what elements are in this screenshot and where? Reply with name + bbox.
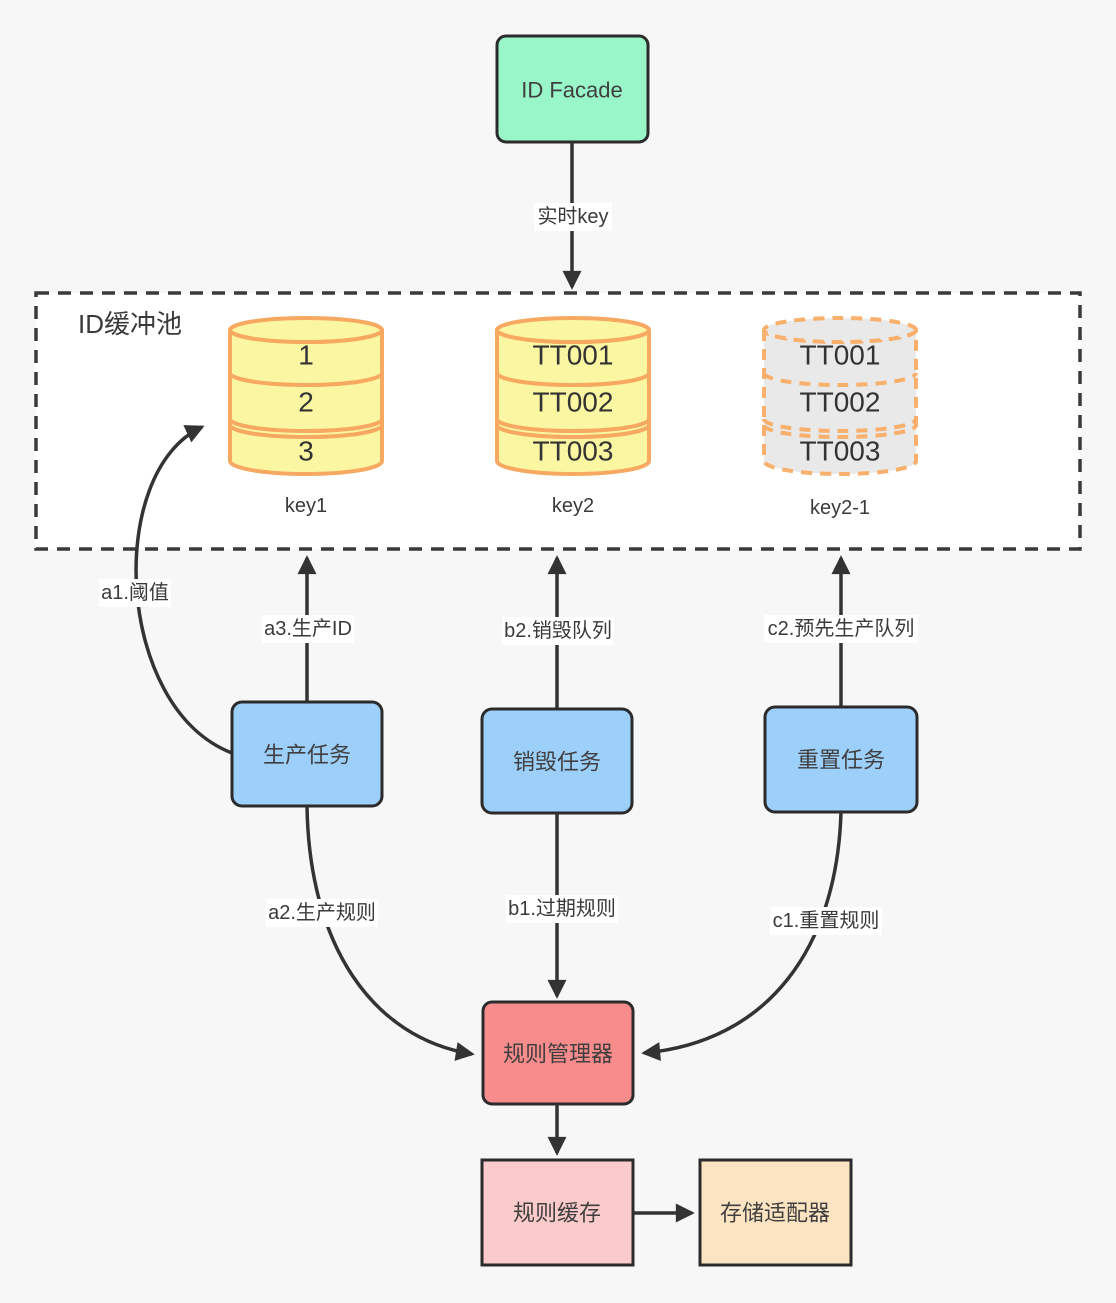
key2-row: TT001: [533, 340, 614, 371]
realtime-key-label: 实时key: [537, 205, 608, 228]
edge-label-bg: [266, 899, 378, 927]
realtime-key-arrow: 实时key: [534, 142, 612, 290]
c2-label: c2.预先生产队列: [768, 617, 915, 640]
buffer-pool-title: ID缓冲池: [78, 309, 182, 339]
b1-label: b1.过期规则: [508, 897, 616, 920]
a3-label: a3.生产ID: [264, 617, 352, 640]
rule-manager-label: 规则管理器: [503, 1042, 613, 1067]
id-facade-node: ID Facade: [495, 34, 650, 144]
edge-label-bg: [770, 907, 882, 935]
reset-task-node: 重置任务: [763, 705, 919, 814]
b2-destroy-queue-arrow: b2.销毁队列: [502, 555, 614, 709]
key2-1-row: TT002: [800, 387, 881, 418]
edge-label-bg: [262, 615, 354, 643]
a2-produce-rule-arrow: a2.生产规则: [266, 805, 475, 1061]
edge-label-bg: [506, 895, 618, 923]
key1-name: key1: [285, 495, 327, 517]
c1-label: c1.重置规则: [773, 909, 880, 932]
edge-label-bg: [502, 617, 614, 645]
b2-label: b2.销毁队列: [504, 619, 612, 642]
c2-preproduce-queue-arrow: c2.预先生产队列: [764, 555, 918, 707]
reset-task-label: 重置任务: [797, 748, 885, 773]
edge-label-bg: [534, 203, 612, 231]
rule-cache-label: 规则缓存: [513, 1201, 601, 1226]
edge-label-bg: [99, 579, 171, 607]
c1-reset-rule-arrow: c1.重置规则: [641, 811, 882, 1062]
a1-threshold-arrow: a1.阈值: [99, 425, 233, 755]
storage-adapter-label: 存储适配器: [720, 1201, 830, 1226]
destroy-task-node: 销毁任务: [480, 707, 634, 815]
storage-adapter-node: 存储适配器: [698, 1158, 853, 1267]
key2-row: TT003: [533, 436, 614, 467]
a2-label: a2.生产规则: [268, 901, 376, 924]
key2-1-row: TT001: [800, 340, 881, 371]
id-facade-label: ID Facade: [521, 78, 623, 103]
cylinder-key2: TT001 TT002 TT003 key2: [495, 316, 651, 517]
destroy-task-label: 销毁任务: [513, 750, 601, 775]
produce-task-node: 生产任务: [230, 700, 384, 808]
key2-name: key2: [552, 495, 594, 517]
edge-label-bg: [764, 615, 918, 643]
key1-row: 2: [298, 387, 314, 418]
a1-label: a1.阈值: [101, 581, 169, 604]
key2-1-name: key2-1: [810, 497, 870, 519]
b1-expire-rule-arrow: b1.过期规则: [506, 813, 618, 999]
cylinder-key2-1: TT001 TT002 TT003 key2-1: [762, 316, 918, 519]
a3-produce-id-arrow: a3.生产ID: [262, 555, 354, 702]
key1-row: 1: [298, 340, 314, 371]
cylinder-key1: 1 2 3 key1: [228, 316, 384, 517]
rule-cache-node: 规则缓存: [480, 1158, 635, 1267]
key2-1-row: TT003: [800, 436, 881, 467]
key1-row: 3: [298, 436, 314, 467]
key2-row: TT002: [533, 387, 614, 418]
produce-task-label: 生产任务: [263, 743, 351, 768]
rule-manager-node: 规则管理器: [481, 1000, 635, 1106]
